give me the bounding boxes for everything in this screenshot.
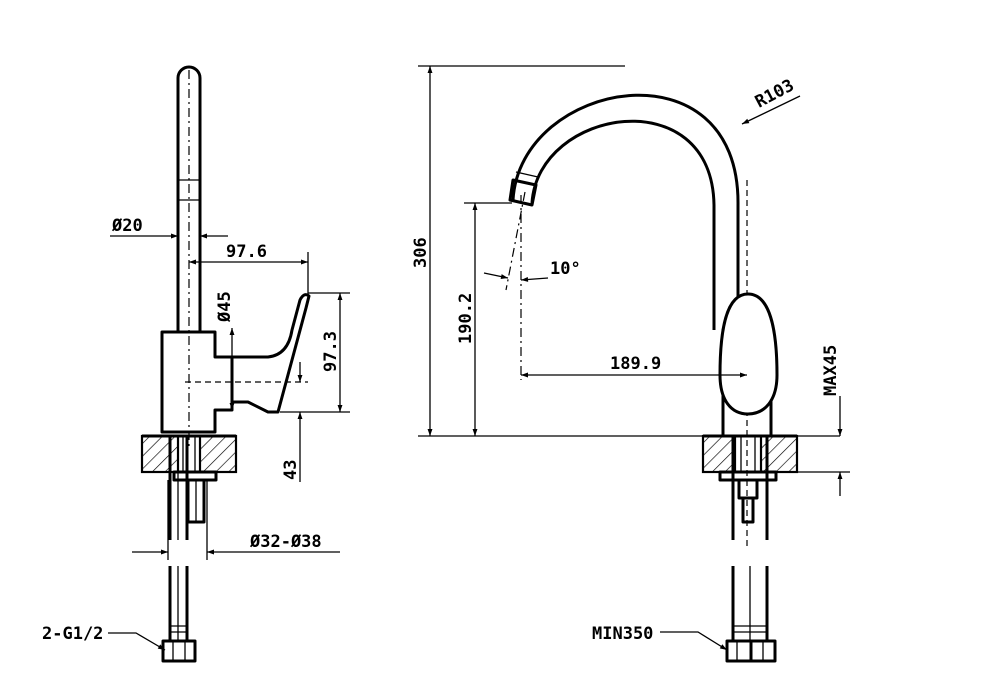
dim-spout-reach: 189.9 <box>610 354 661 374</box>
callout-connection: 2-G1/2 <box>42 624 103 644</box>
dim-spout-diameter: Ø20 <box>111 216 143 236</box>
front-lever-handle <box>718 292 779 416</box>
front-view: 306 190.2 10° 189.9 R103 MAX45 MIN350 <box>411 65 850 663</box>
side-hose-nut <box>161 639 197 663</box>
side-handle <box>232 293 311 414</box>
dim-handle-height: 97.3 <box>321 331 341 372</box>
dim-hole-diameter: Ø32-Ø38 <box>249 532 322 552</box>
dim-overall-height: 306 <box>411 237 431 268</box>
dim-deck-thickness: MAX45 <box>821 345 841 396</box>
dim-handle-diameter: Ø45 <box>215 291 235 323</box>
dim-handle-reach: 97.6 <box>226 242 267 262</box>
side-deck-left <box>140 434 180 474</box>
front-hose-nut-left <box>725 639 753 663</box>
dim-spout-height: 190.2 <box>456 293 476 344</box>
dim-spout-angle: 10° <box>550 259 581 279</box>
front-gooseneck-spout <box>511 93 740 330</box>
side-deck-right <box>198 434 238 474</box>
front-nozzle <box>508 178 538 207</box>
callout-hose-length: MIN350 <box>592 624 653 644</box>
side-view: Ø20 97.6 Ø45 97.3 43 Ø32-Ø38 2-G1/2 <box>42 65 350 663</box>
dim-radius: R103 <box>752 76 798 113</box>
dim-base-height: 43 <box>281 460 301 480</box>
side-spout-tube <box>176 65 202 332</box>
front-deck-left <box>701 434 737 474</box>
